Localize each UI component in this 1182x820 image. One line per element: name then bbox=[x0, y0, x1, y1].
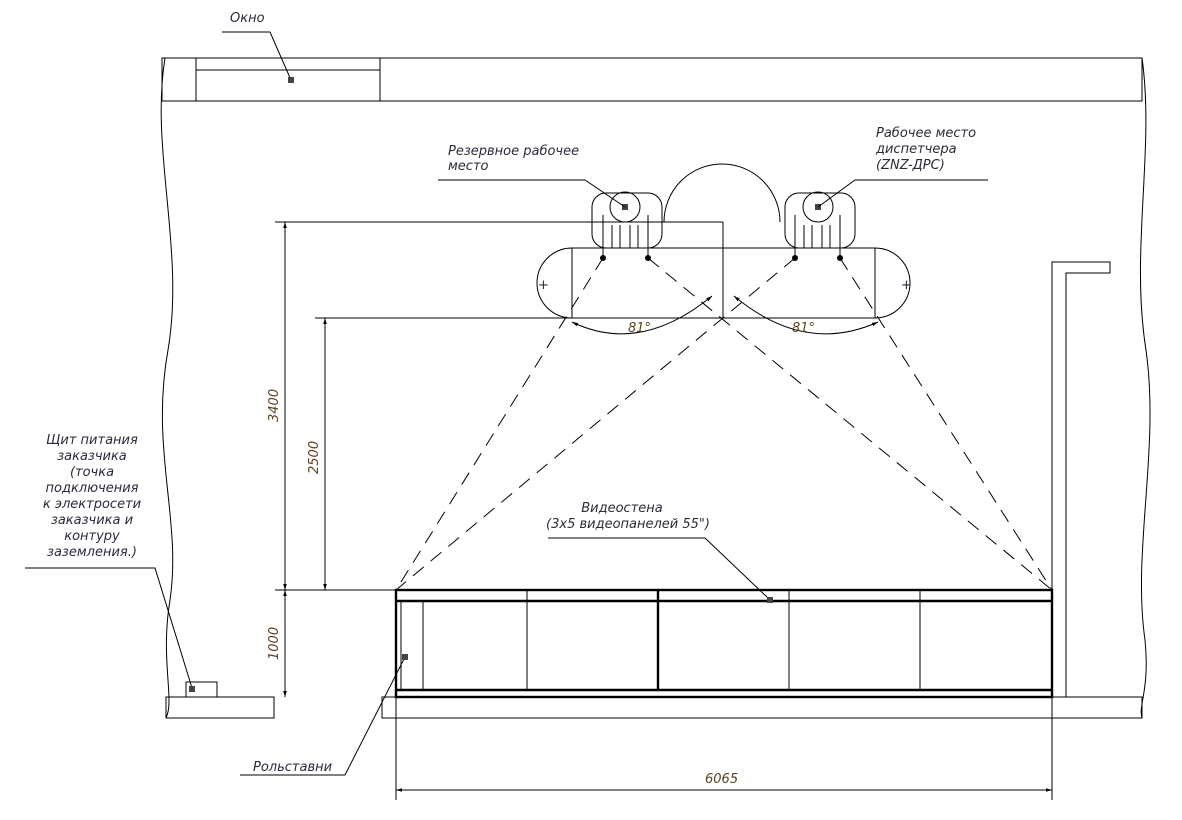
angle-left-label: 81° bbox=[628, 321, 651, 336]
window-label: Окно bbox=[230, 11, 265, 26]
dimension-1000: 1000 bbox=[267, 627, 282, 660]
power-panel-label: Щит питания заказчика (точка подключения… bbox=[43, 433, 141, 560]
reserve-workplace-label: Резервное рабочее место bbox=[448, 144, 579, 174]
svg-text:диспетчера: диспетчера bbox=[875, 142, 957, 157]
svg-text:+: + bbox=[901, 278, 912, 293]
videowall bbox=[394, 588, 1054, 699]
svg-text:заказчика и: заказчика и bbox=[51, 513, 133, 528]
chair-dispatcher bbox=[784, 191, 856, 261]
svg-text:Рабочее место: Рабочее место bbox=[876, 126, 976, 141]
dispatcher-workplace-label: Рабочее место диспетчера (ZNZ-ДРС) bbox=[875, 126, 976, 173]
power-panel-box bbox=[185, 681, 218, 698]
svg-text:(точка: (точка bbox=[70, 465, 114, 480]
top-wall bbox=[161, 57, 1143, 102]
videowall-label: Видеостена (3x5 видеопанелей 55") bbox=[546, 501, 710, 532]
svg-text:Щит питания: Щит питания bbox=[46, 433, 138, 448]
angle-right-label: 81° bbox=[792, 321, 815, 336]
svg-text:подключения: подключения bbox=[46, 481, 139, 496]
dimension-2500: 2500 bbox=[307, 441, 322, 474]
dispatcher-desks: + + bbox=[536, 163, 912, 319]
window bbox=[195, 57, 381, 102]
shutters-label: Рольставни bbox=[253, 760, 332, 775]
svg-text:заземления.): заземления.) bbox=[47, 545, 137, 560]
right-wall bbox=[1051, 261, 1111, 697]
dimension-6065: 6065 bbox=[705, 772, 738, 787]
floor bbox=[165, 696, 1143, 719]
svg-text:заказчика: заказчика bbox=[57, 449, 127, 464]
dimension-lines bbox=[275, 221, 1053, 800]
svg-text:(3x5 видеопанелей 55"): (3x5 видеопанелей 55") bbox=[546, 517, 710, 532]
leader-lines bbox=[25, 31, 988, 776]
svg-text:к электросети: к электросети bbox=[43, 497, 141, 512]
right-break-line bbox=[1139, 57, 1151, 719]
svg-text:место: место bbox=[448, 159, 489, 174]
svg-text:Видеостена: Видеостена bbox=[581, 501, 663, 516]
sight-lines bbox=[395, 257, 1053, 591]
chair-reserve bbox=[591, 191, 663, 261]
svg-text:+: + bbox=[538, 278, 549, 293]
left-break-line bbox=[160, 57, 174, 719]
dimension-3400: 3400 bbox=[267, 389, 282, 422]
svg-text:(ZNZ-ДРС): (ZNZ-ДРС) bbox=[876, 158, 945, 173]
svg-text:контуру: контуру bbox=[64, 529, 120, 544]
svg-text:Резервное рабочее: Резервное рабочее bbox=[448, 144, 579, 159]
